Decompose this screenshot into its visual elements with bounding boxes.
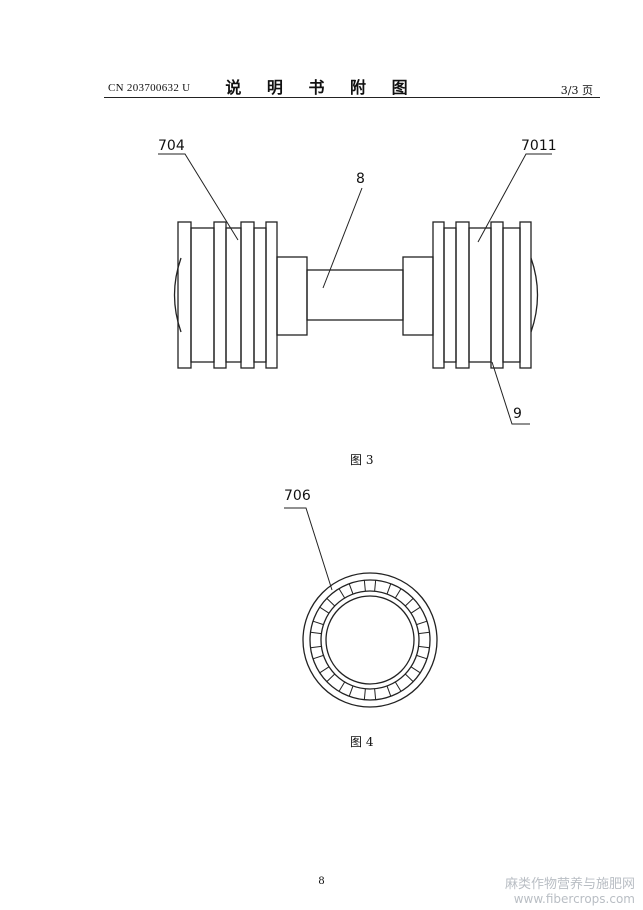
shaft: [306, 269, 404, 321]
ring-segment-line: [394, 588, 402, 599]
ring-segment-line: [386, 685, 392, 697]
watermark-url: www.fibercrops.com: [513, 892, 635, 906]
ring-segment-line: [416, 654, 428, 660]
ring-segment-line: [410, 606, 421, 614]
page-indicator: 3/3 页: [560, 84, 593, 97]
ring-segment-line: [348, 685, 354, 697]
ring-segment-line: [310, 631, 322, 635]
ring-segment-line: [418, 631, 430, 635]
ring-segment-line: [410, 666, 421, 674]
ring-segment-line: [338, 681, 346, 692]
ring-segment-line: [326, 597, 336, 607]
figure-4-leader: [284, 507, 333, 591]
ring-segment-line: [394, 681, 402, 692]
ring-segment-line: [386, 583, 392, 595]
ring-segment-line: [338, 588, 346, 599]
label-7011: 7011: [521, 138, 557, 154]
ring-segment-line: [348, 583, 354, 595]
ring-segment-line: [374, 580, 377, 592]
ring-segment-line: [418, 645, 430, 649]
publication-number: CN 203700632 U: [108, 82, 191, 94]
label-8: 8: [356, 171, 365, 187]
ring-segment-line: [374, 688, 377, 700]
figure-3-caption: 图 3: [350, 453, 374, 467]
right-wheel-assembly: [402, 221, 539, 369]
ring-segment-line: [319, 606, 330, 614]
ring-segment-line: [319, 666, 330, 674]
ring-segment-line: [310, 645, 322, 649]
label-706: 706: [284, 488, 311, 504]
figure-3-leaders: [158, 153, 552, 425]
left-wheel-assembly: [173, 221, 308, 369]
ring-segment-line: [326, 673, 336, 683]
page-number: 8: [318, 873, 325, 887]
ring-segment-line: [363, 580, 366, 592]
ring-segment-line: [312, 654, 324, 660]
figure-4-ring: [302, 572, 438, 708]
page-title: 说 明 书 附 图: [225, 78, 418, 97]
ring-segments: [310, 580, 430, 700]
watermark-site-name: 麻类作物营养与施肥网: [504, 877, 635, 892]
ring-segment-line: [404, 597, 414, 607]
ring-segment-line: [363, 688, 366, 700]
ring-segment-line: [312, 620, 324, 626]
watermark: 麻类作物营养与施肥网 www.fibercrops.com: [505, 877, 635, 907]
ring-segment-line: [416, 620, 428, 626]
figure-4-caption: 图 4: [350, 735, 374, 749]
label-704: 704: [158, 138, 185, 154]
ring-segment-line: [404, 673, 414, 683]
header-divider: [104, 97, 600, 98]
label-9: 9: [513, 406, 522, 422]
